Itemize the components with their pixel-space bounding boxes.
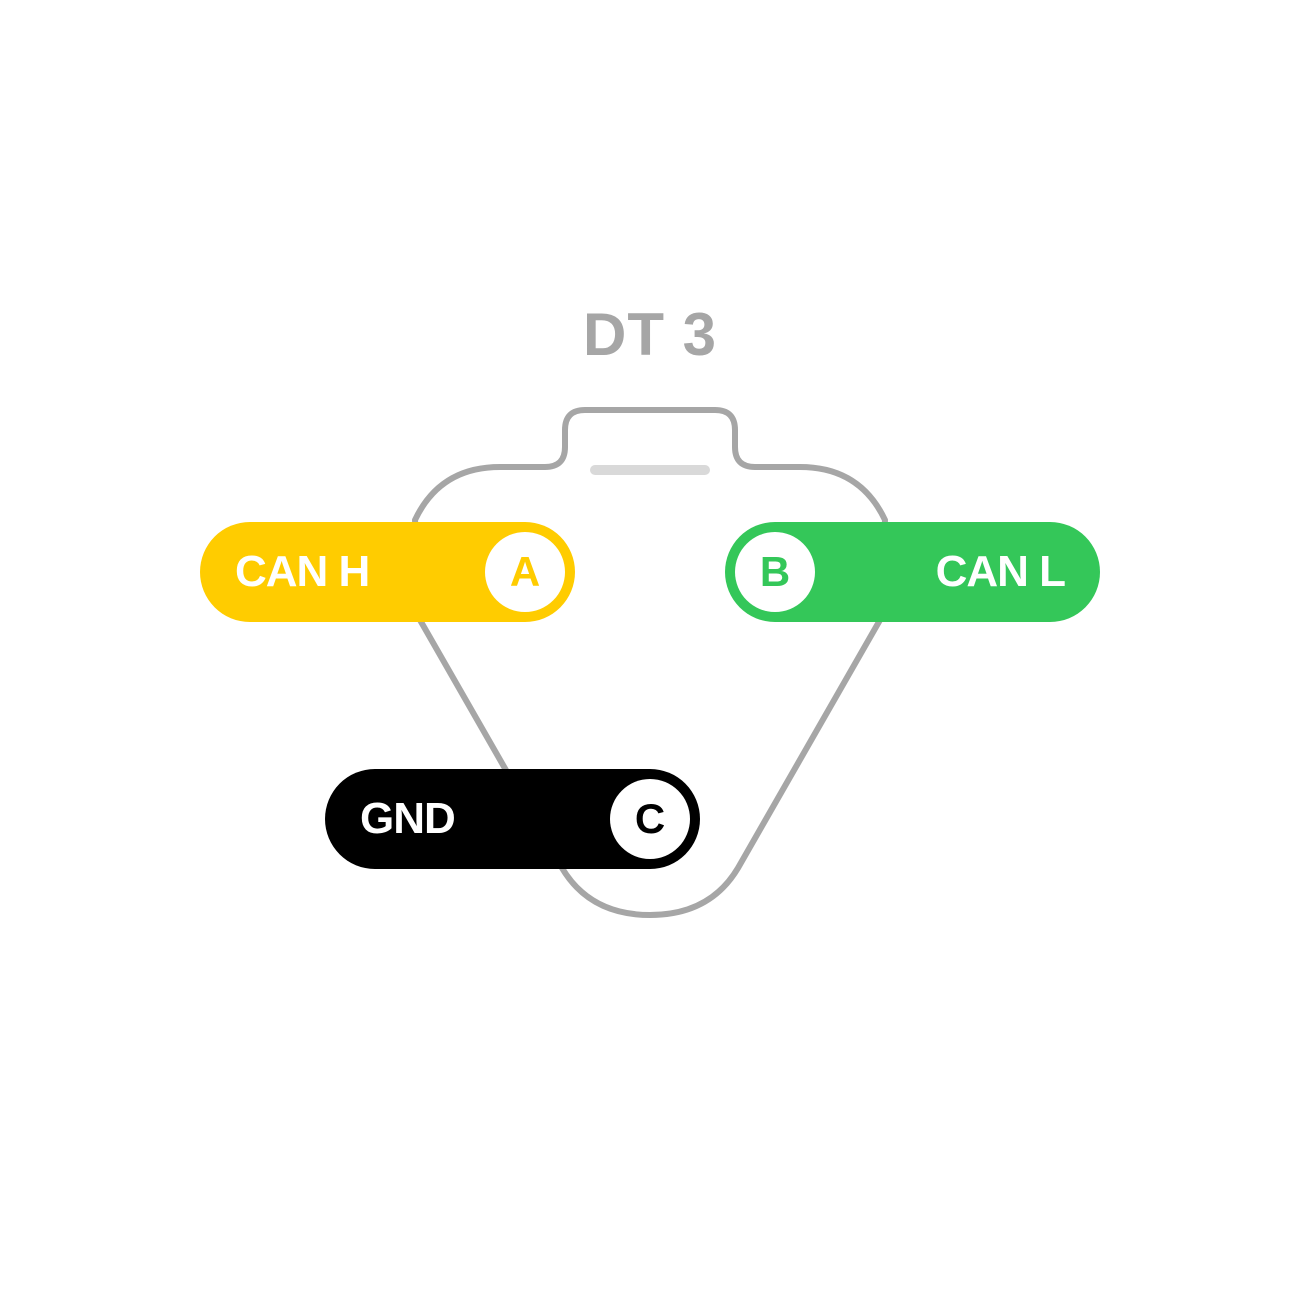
pin-b-label: CAN L — [935, 547, 1066, 596]
pin-c-badge: C — [610, 779, 690, 859]
pin-a-can-h: CAN H A — [200, 522, 575, 622]
pin-c-label: GND — [360, 794, 456, 843]
pin-b-badge: B — [735, 532, 815, 612]
pin-a-label: CAN H — [235, 547, 370, 596]
connector-title: DT 3 — [582, 301, 718, 368]
pin-a-badge: A — [485, 532, 565, 612]
pin-c-gnd: GND C — [325, 769, 700, 869]
pin-b-can-l: B CAN L — [725, 522, 1100, 622]
